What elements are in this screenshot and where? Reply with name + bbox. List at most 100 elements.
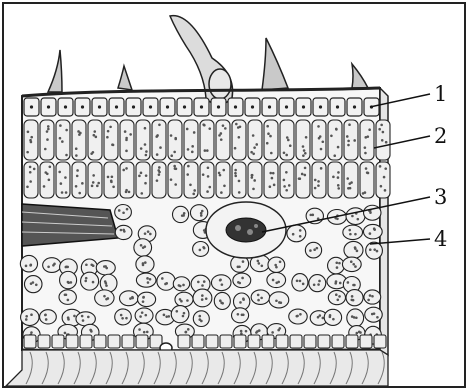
palisade-cell [344, 120, 358, 160]
spongy-cell [309, 275, 326, 292]
lower-epidermal-cell [234, 335, 246, 348]
lower-epidermal-cell [24, 335, 36, 348]
spongy-cell [136, 273, 156, 287]
spongy-cell [233, 273, 251, 288]
trichome [48, 50, 62, 92]
label-4: 4 [434, 227, 447, 251]
palisade-cell [280, 162, 294, 198]
lower-epidermal-cell [318, 335, 330, 348]
palisade-cell [296, 120, 310, 160]
spongy-cell [269, 292, 289, 308]
spongy-cell [135, 308, 153, 323]
label-1: 1 [434, 82, 447, 106]
spongy-cell [157, 272, 175, 290]
palisade-cell [56, 120, 70, 160]
spongy-cell [267, 272, 286, 287]
lower-epidermal-cell [66, 335, 78, 348]
palisade-cell [152, 120, 166, 160]
lower-epidermal-cell [248, 335, 260, 348]
lower-epidermal-cell [220, 335, 232, 348]
spongy-cell [363, 224, 382, 238]
trichome [262, 38, 288, 90]
palisade-cell [72, 120, 86, 160]
spongy-cell [40, 310, 57, 324]
palisade-cell [376, 162, 390, 198]
spongy-cell [95, 290, 114, 306]
spongy-cell [173, 277, 189, 291]
spongy-cell [214, 292, 230, 309]
spongy-cell [193, 311, 209, 327]
lower-epidermal-cell [192, 335, 204, 348]
palisade-cell [296, 162, 310, 198]
palisade-cell [136, 120, 150, 160]
spongy-cell [324, 309, 341, 325]
lower-epidermal-cell [262, 335, 274, 348]
spongy-cell [343, 225, 363, 239]
lower-epidermal-cell [38, 335, 50, 348]
lower-epidermal-cell [108, 335, 120, 348]
lower-epidermal-cell [290, 335, 302, 348]
lower-epidermal-cell [276, 335, 288, 348]
spongy-cell [251, 290, 270, 304]
spongy-cell [24, 276, 42, 293]
palisade-cell [184, 120, 198, 160]
lower-epidermal-cell [304, 335, 316, 348]
palisade-cell [88, 120, 102, 160]
lower-epidermal-cell [178, 335, 190, 348]
spongy-cell [136, 256, 154, 273]
vascular-bundle-long [22, 204, 118, 246]
spongy-cell [346, 290, 363, 306]
spongy-cell [81, 272, 99, 290]
spongy-cell [328, 257, 345, 274]
palisade-cell [200, 120, 214, 160]
palisade-cell [344, 162, 358, 198]
spongy-cell [21, 309, 39, 326]
palisade-cell [248, 120, 262, 160]
palisade-cell [328, 162, 342, 198]
palisade-cell [184, 162, 198, 198]
lower-epidermal-cell [122, 335, 134, 348]
section-base-edge [6, 350, 388, 386]
spongy-cell [342, 257, 361, 271]
palisade-cell [216, 162, 230, 198]
spongy-cell [292, 274, 308, 291]
spongy-cell [76, 312, 95, 326]
spongy-cell [43, 258, 61, 273]
spongy-cell [193, 289, 212, 307]
trichome [352, 64, 368, 88]
spongy-cell [172, 206, 188, 222]
palisade-cell [360, 120, 374, 160]
lower-epidermal-cell [206, 335, 218, 348]
spongy-cell [232, 308, 249, 323]
spongy-cell [60, 271, 77, 288]
spongy-cell [344, 241, 363, 258]
spongy-cell [287, 225, 306, 242]
spongy-cell [171, 306, 189, 323]
lower-epidermal-cell [94, 335, 106, 348]
upper-epidermis [24, 98, 379, 116]
spongy-cell [20, 255, 37, 272]
palisade-cell [328, 120, 342, 160]
label-3: 3 [434, 185, 447, 209]
lower-epidermal-cell [346, 335, 358, 348]
lower-epidermal-cell [374, 335, 386, 348]
lower-epidermal-cell [360, 335, 372, 348]
lower-epidermal-cell [80, 335, 92, 348]
palisade-cell [40, 162, 54, 198]
lower-epidermal-cell [332, 335, 344, 348]
lower-epidermal-cell [136, 335, 148, 348]
palisade-cell [264, 162, 278, 198]
spongy-cell [346, 208, 365, 225]
palisade-cell [136, 162, 150, 198]
lower-epidermal-cell [52, 335, 64, 348]
palisade-mesophyll [24, 120, 390, 198]
spongy-cell [211, 275, 231, 291]
glandular-hair-head [209, 69, 231, 99]
spongy-cell [120, 291, 139, 306]
trichome [118, 66, 132, 90]
spongy-cell [138, 292, 156, 306]
spongy-cell [190, 205, 207, 221]
palisade-cell [88, 162, 102, 198]
spongy-cell [59, 290, 76, 305]
